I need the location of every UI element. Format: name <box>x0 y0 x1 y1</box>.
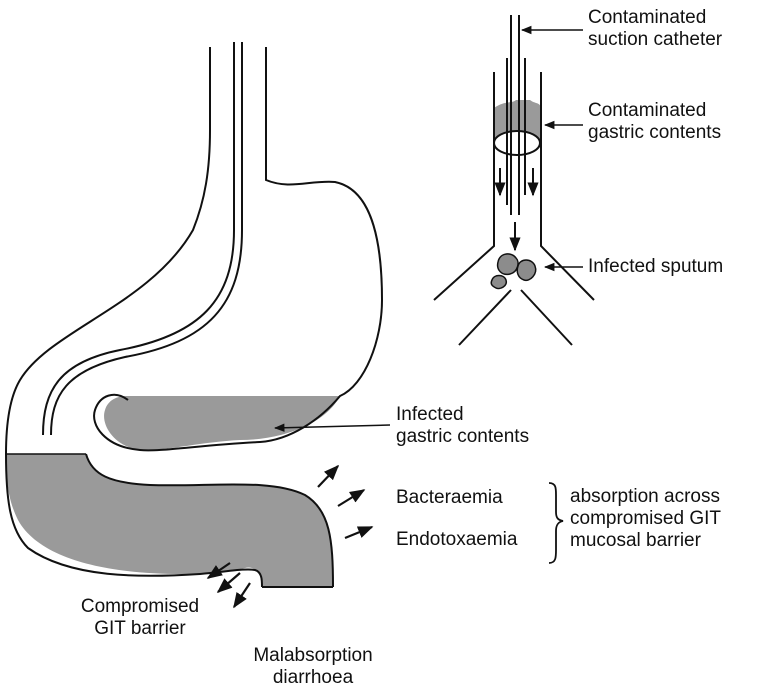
endotoxaemia-text: Endotoxaemia <box>396 529 517 551</box>
barrier-arrow-3 <box>234 583 250 607</box>
endotoxaemia-label: Endotoxaemia <box>396 529 517 551</box>
contaminated-catheter-line1: Contaminated <box>588 7 722 29</box>
nasogastric-tube-outer <box>43 42 234 435</box>
absorption-arrow-3 <box>345 527 372 538</box>
absorption-line1: absorption across <box>570 486 721 508</box>
compromised-barrier-line2: GIT barrier <box>60 618 220 640</box>
absorption-arrow-1 <box>318 466 338 487</box>
absorption-label: absorption across compromised GIT mucosa… <box>570 486 721 552</box>
contaminated-catheter-label: Contaminated suction catheter <box>588 7 722 51</box>
contaminated-gastric-label: Contaminated gastric contents <box>588 100 721 144</box>
absorption-arrow-2 <box>338 490 364 506</box>
infected-sputum-blob-1 <box>498 254 518 274</box>
infected-gastric-line1: Infected <box>396 404 529 426</box>
airway <box>434 15 594 345</box>
infected-gastric-label: Infected gastric contents <box>396 404 529 448</box>
duodenum-fluid <box>6 454 333 587</box>
contaminated-gastric-line2: gastric contents <box>588 122 721 144</box>
compromised-barrier-line1: Compromised <box>60 596 220 618</box>
malabsorption-line1: Malabsorption <box>228 645 398 667</box>
malabsorption-line2: diarrhoea <box>228 667 398 689</box>
contaminated-gastric-line1: Contaminated <box>588 100 721 122</box>
malabsorption-label: Malabsorption diarrhoea <box>228 645 398 689</box>
stomach-fluid-upper <box>104 396 340 450</box>
infected-sputum-label: Infected sputum <box>588 256 723 278</box>
infected-sputum-blob-3 <box>491 276 506 289</box>
infected-gastric-line2: gastric contents <box>396 426 529 448</box>
stomach-fundus-wall <box>94 47 382 450</box>
infected-sputum-text: Infected sputum <box>588 256 723 278</box>
stomach <box>6 42 382 587</box>
compromised-barrier-label: Compromised GIT barrier <box>60 596 220 640</box>
bacteraemia-text: Bacteraemia <box>396 487 503 509</box>
contaminated-catheter-line2: suction catheter <box>588 29 722 51</box>
absorption-brace <box>549 483 563 563</box>
tube-cuff <box>494 131 540 155</box>
bacteraemia-label: Bacteraemia <box>396 487 503 509</box>
infected-sputum-blob-2 <box>517 260 535 280</box>
absorption-line3: mucosal barrier <box>570 530 721 552</box>
barrier-arrow-2 <box>218 573 240 592</box>
absorption-line2: compromised GIT <box>570 508 721 530</box>
nasogastric-tube-inner <box>51 42 242 435</box>
